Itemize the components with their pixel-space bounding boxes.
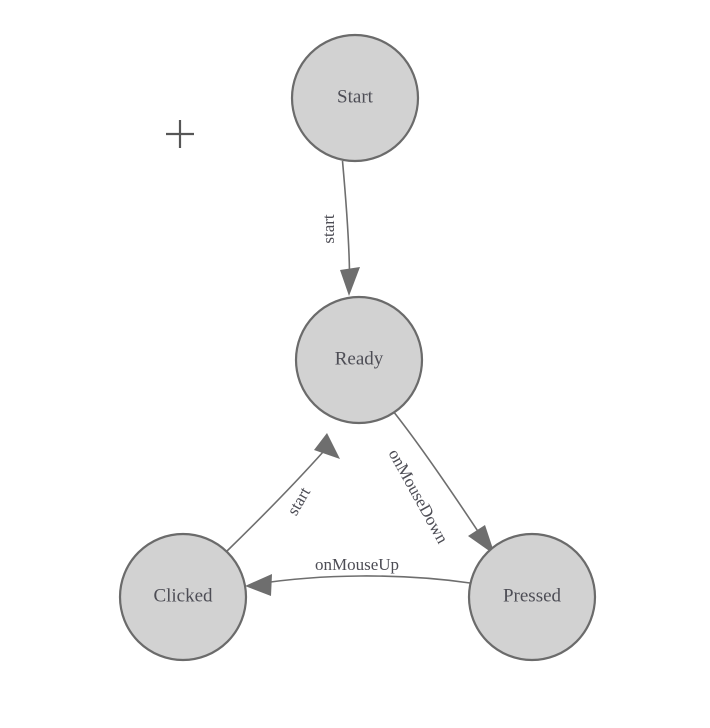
node-pressed-circle[interactable] — [467, 532, 597, 662]
node-pressed[interactable]: Pressed — [467, 532, 597, 662]
arrowhead-clicked-to-ready — [314, 433, 340, 459]
edge-label-pressed-to-clicked: onMouseUp — [315, 555, 399, 574]
arrowhead-ready-to-pressed — [468, 525, 495, 555]
edge-path-pressed-to-clicked — [256, 575, 471, 585]
plus-marker-icon — [166, 120, 194, 148]
arrowhead-pressed-to-clicked — [245, 574, 272, 596]
edge-ready-to-pressed[interactable]: onMouseDown — [385, 410, 495, 555]
node-clicked[interactable]: Clicked — [118, 532, 248, 662]
edge-start-to-ready[interactable]: start — [319, 160, 360, 296]
node-ready-circle[interactable] — [294, 295, 424, 425]
edge-label-start-to-ready: start — [319, 214, 338, 244]
edge-pressed-to-clicked[interactable]: onMouseUp — [245, 555, 471, 596]
edge-path-clicked-to-ready — [226, 442, 332, 552]
edge-label-ready-to-pressed: onMouseDown — [385, 446, 453, 547]
node-start[interactable]: Start — [290, 33, 420, 163]
node-start-circle[interactable] — [290, 33, 420, 163]
node-pressed-label: Pressed — [503, 585, 562, 606]
edge-path-start-to-ready — [341, 160, 351, 273]
edge-clicked-to-ready[interactable]: start — [226, 433, 340, 552]
node-ready[interactable]: Ready — [294, 295, 424, 425]
arrowhead-start-to-ready — [340, 267, 360, 296]
node-clicked-label: Clicked — [153, 585, 213, 606]
node-start-label: Start — [337, 86, 374, 107]
node-ready-label: Ready — [335, 348, 384, 369]
node-clicked-circle[interactable] — [118, 532, 248, 662]
